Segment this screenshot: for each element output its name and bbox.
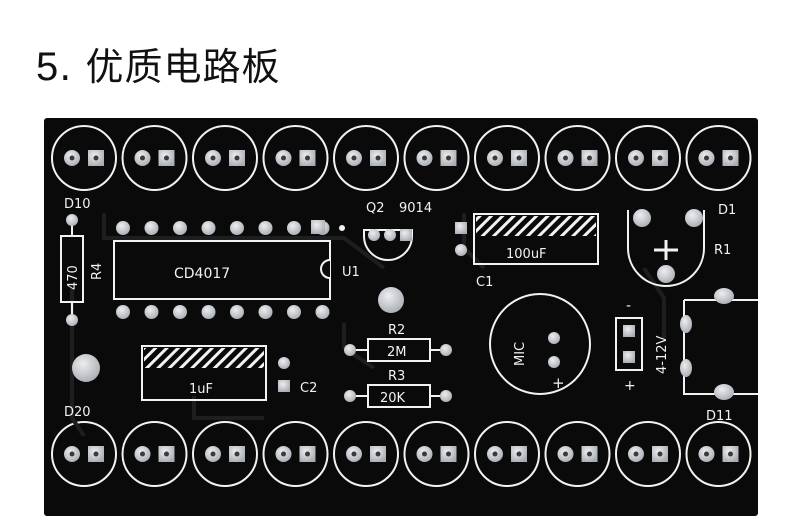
bottom-led: [121, 421, 188, 487]
q2-label: Q2: [366, 201, 385, 216]
c1-label: C1: [476, 275, 493, 290]
ic-pin: [315, 305, 330, 319]
microphone-mic: MIC +: [489, 293, 591, 395]
ic-pin: [287, 221, 301, 235]
top-led: [544, 125, 611, 191]
ic-pin: [287, 305, 301, 319]
ic-pin: [258, 221, 273, 235]
top-led: [403, 125, 470, 191]
bottom-led: [333, 421, 399, 487]
label-d11: D11: [706, 409, 733, 424]
r2-value: 2M: [387, 345, 407, 360]
page-title: 5. 优质电路板: [36, 36, 280, 91]
ic-pin: [201, 221, 216, 235]
top-led: [51, 125, 117, 191]
r3-value: 20K: [380, 391, 406, 406]
c2-label: C2: [300, 381, 317, 396]
top-led: [685, 125, 752, 191]
bottom-led: [192, 421, 258, 487]
top-led: [474, 125, 540, 191]
ic-pin: [116, 221, 130, 235]
transistor-q2: Q2 9014: [339, 201, 432, 261]
copper-traces: [70, 213, 666, 438]
bottom-led: [685, 421, 752, 487]
r1-label: R1: [714, 243, 731, 258]
top-led: [615, 125, 681, 191]
mount-hole-top: [378, 287, 404, 313]
q2-model: 9014: [399, 201, 432, 216]
resistor-r4: 470 R4: [60, 214, 105, 326]
capacitor-c2: 1uF C2: [141, 345, 317, 401]
capacitor-c1: 100uF C1: [455, 213, 599, 290]
mic-plus: +: [552, 374, 565, 392]
ic-pin: [144, 305, 159, 319]
title-text: 优质电路板: [85, 45, 281, 89]
bottom-led: [544, 421, 611, 487]
ic-pin: [230, 305, 244, 319]
power-plus: +: [624, 378, 636, 394]
ic-pin: [230, 221, 244, 235]
power-connector: - 4-12V +: [615, 298, 670, 394]
label-d1: D1: [718, 203, 736, 218]
ic-pin-rows: [116, 220, 330, 319]
label-d10: D10: [64, 197, 91, 212]
potentiometer-r1: R1: [627, 209, 731, 287]
r3-label: R3: [388, 369, 405, 384]
bottom-led: [615, 421, 681, 487]
mic-label: MIC: [513, 342, 528, 366]
ic-pin: [173, 305, 187, 319]
power-voltage: 4-12V: [655, 335, 670, 374]
r4-label: R4: [90, 263, 105, 280]
title-number: 5: [36, 45, 60, 89]
bottom-led: [403, 421, 470, 487]
top-led: [192, 125, 258, 191]
ic-pin: [144, 221, 159, 235]
top-led: [262, 125, 329, 191]
title-separator: .: [59, 45, 73, 89]
ic-name: CD4017: [174, 266, 230, 282]
ic-cd4017: CD4017 U1: [113, 240, 360, 300]
pcb-board-photo: D10 D20 D1 D11 470 R4 CD4017 U1 Q2 9014 …: [44, 118, 758, 516]
r4-value: 470: [66, 265, 81, 290]
bottom-led: [51, 421, 117, 487]
c1-value: 100uF: [506, 247, 547, 262]
u1-label: U1: [342, 265, 360, 280]
ic-pin-1: [311, 220, 325, 234]
side-connector: [680, 288, 758, 400]
ic-pin: [173, 221, 187, 235]
ic-pin: [201, 305, 216, 319]
led-row-top: [51, 125, 752, 191]
ic-pin: [258, 305, 273, 319]
label-d20: D20: [64, 405, 91, 420]
bottom-led: [474, 421, 540, 487]
mount-hole-left: [72, 354, 100, 382]
led-row-bottom: [51, 421, 752, 487]
c2-value: 1uF: [189, 382, 213, 397]
r2-label: R2: [388, 323, 405, 338]
ic-pin: [116, 305, 130, 319]
resistor-r2: R2 2M: [344, 323, 452, 362]
resistor-r3: R3 20K: [344, 369, 452, 408]
top-led: [333, 125, 399, 191]
power-minus: -: [626, 298, 631, 314]
top-led: [121, 125, 188, 191]
bottom-led: [262, 421, 329, 487]
